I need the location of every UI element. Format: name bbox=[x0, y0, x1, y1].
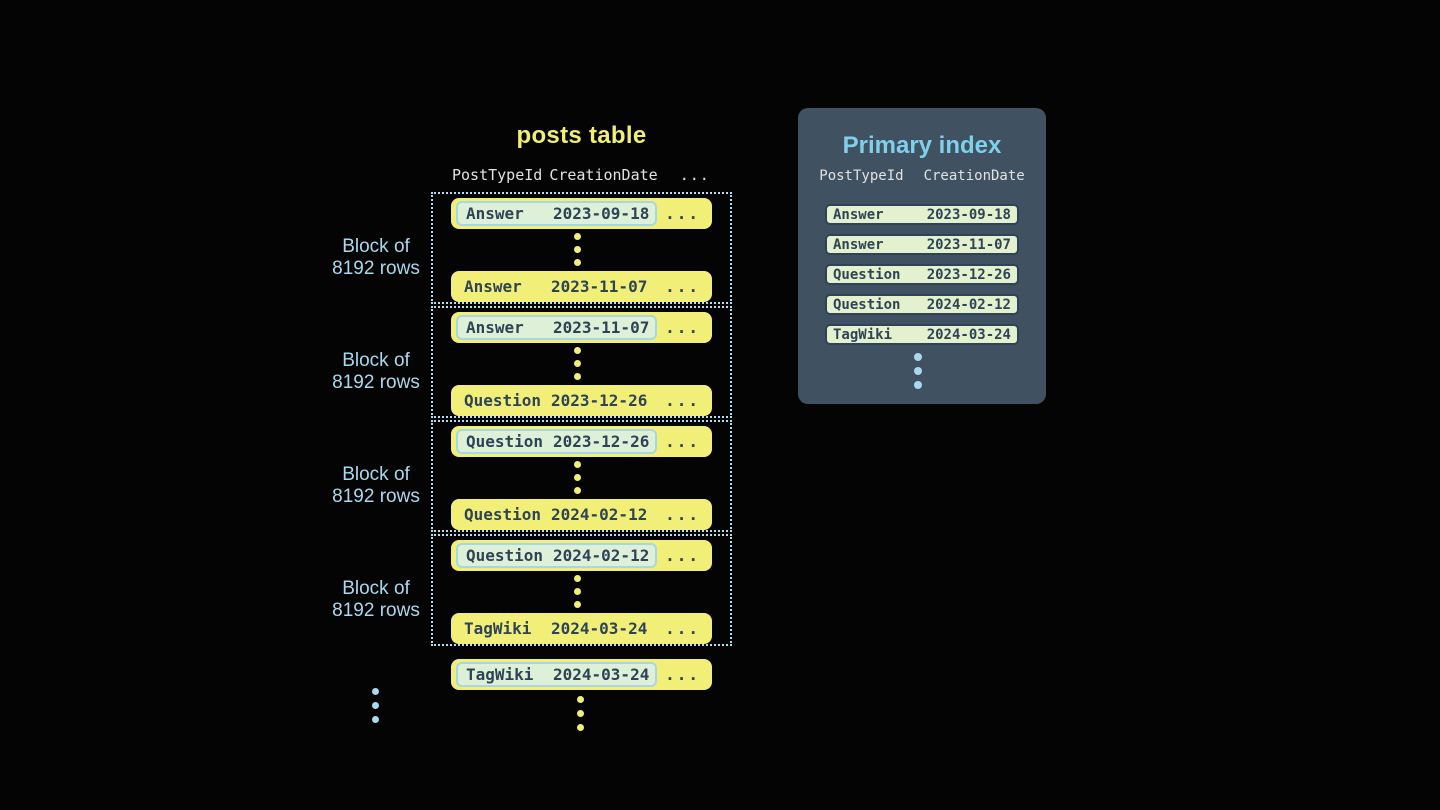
index-row: Answer 2023-09-18 bbox=[825, 204, 1019, 225]
row-block-3: Question 2023-12-26 ... Question 2024-02… bbox=[431, 420, 732, 532]
more-columns-ellipsis: ... bbox=[665, 546, 700, 565]
cell-creationdate: 2024-02-12 bbox=[926, 296, 1011, 313]
cell-posttypeid: TagWiki bbox=[466, 665, 534, 684]
table-row: Question 2023-12-26 ... bbox=[451, 385, 712, 416]
column-header-posttypeid: PostTypeId bbox=[452, 166, 543, 184]
table-row: Question 2024-02-12 ... bbox=[451, 540, 712, 571]
block-label-line: 8192 rows bbox=[332, 486, 420, 507]
block-label-line: 8192 rows bbox=[332, 600, 420, 621]
more-columns-ellipsis: ... bbox=[665, 391, 700, 410]
table-row: Question 2024-02-12 ... bbox=[451, 499, 712, 530]
cell-creationdate: 2023-09-18 bbox=[926, 206, 1011, 223]
cell-posttypeid: TagWiki bbox=[833, 326, 893, 343]
indexed-entry-highlight: TagWiki 2024-03-24 bbox=[456, 662, 658, 687]
more-columns-ellipsis: ... bbox=[665, 665, 700, 684]
block-label-line: Block of bbox=[342, 350, 410, 371]
cell-creationdate: 2023-11-07 bbox=[551, 277, 648, 296]
more-columns-ellipsis: ... bbox=[665, 204, 700, 223]
vertical-ellipsis-icon bbox=[574, 575, 581, 608]
column-header-creationdate: CreationDate bbox=[923, 168, 1025, 184]
table-row: Answer 2023-11-07 ... bbox=[451, 271, 712, 302]
vertical-ellipsis-icon bbox=[577, 696, 584, 731]
block-label-4: Block of 8192 rows bbox=[296, 578, 456, 622]
cell-posttypeid: Question bbox=[466, 546, 544, 565]
cell-posttypeid: Answer bbox=[464, 277, 522, 296]
cell-posttypeid: Answer bbox=[833, 236, 884, 253]
cell-posttypeid: Question bbox=[833, 266, 901, 283]
block-label-2: Block of 8192 rows bbox=[296, 350, 456, 394]
cell-posttypeid: TagWiki bbox=[464, 619, 532, 638]
indexed-entry-highlight: Question 2023-12-26 bbox=[456, 429, 658, 454]
column-header-creationdate: CreationDate bbox=[549, 166, 658, 184]
cell-posttypeid: Question bbox=[464, 391, 542, 410]
more-columns-ellipsis: ... bbox=[665, 318, 700, 337]
table-row: Question 2023-12-26 ... bbox=[451, 426, 712, 457]
index-row: Question 2023-12-26 bbox=[825, 264, 1019, 285]
posts-table-title: posts table bbox=[516, 122, 647, 149]
cell-creationdate: 2024-03-24 bbox=[926, 326, 1011, 343]
block-label-line: Block of bbox=[342, 464, 410, 485]
primary-index-column-headers: PostTypeId CreationDate bbox=[798, 168, 1046, 184]
row-block-2: Answer 2023-11-07 ... Question 2023-12-2… bbox=[431, 306, 732, 418]
cell-creationdate: 2023-12-26 bbox=[553, 432, 650, 451]
cell-posttypeid: Answer bbox=[833, 206, 884, 223]
row-block-1: Answer 2023-09-18 ... Answer 2023-11-07 … bbox=[431, 192, 732, 304]
more-columns-ellipsis: ... bbox=[665, 505, 700, 524]
table-row: Answer 2023-09-18 ... bbox=[451, 198, 712, 229]
cell-creationdate: 2024-03-24 bbox=[553, 665, 650, 684]
cell-creationdate: 2023-09-18 bbox=[553, 204, 650, 223]
cell-creationdate: 2024-03-24 bbox=[551, 619, 648, 638]
vertical-ellipsis-icon bbox=[574, 347, 581, 380]
cell-creationdate: 2023-11-07 bbox=[553, 318, 650, 337]
indexed-entry-highlight: Question 2024-02-12 bbox=[456, 543, 658, 568]
column-header-more: ... bbox=[679, 166, 710, 184]
block-label-1: Block of 8192 rows bbox=[296, 236, 456, 280]
block-label-3: Block of 8192 rows bbox=[296, 464, 456, 508]
block-label-line: Block of bbox=[342, 578, 410, 599]
cell-creationdate: 2024-02-12 bbox=[553, 546, 650, 565]
primary-index-title: Primary index bbox=[842, 132, 1002, 159]
row-block-4: Question 2024-02-12 ... TagWiki 2024-03-… bbox=[431, 534, 732, 646]
more-index-rows-ellipsis-icon bbox=[914, 353, 922, 389]
index-row: Question 2024-02-12 bbox=[825, 294, 1019, 315]
cell-posttypeid: Question bbox=[464, 505, 542, 524]
cell-posttypeid: Question bbox=[466, 432, 544, 451]
cell-creationdate: 2024-02-12 bbox=[551, 505, 648, 524]
table-row: Answer 2023-11-07 ... bbox=[451, 312, 712, 343]
indexed-entry-highlight: Answer 2023-09-18 bbox=[456, 201, 658, 226]
index-row: TagWiki 2024-03-24 bbox=[825, 324, 1019, 345]
cell-creationdate: 2023-12-26 bbox=[926, 266, 1011, 283]
table-row: TagWiki 2024-03-24 ... bbox=[451, 613, 712, 644]
indexed-entry-highlight: Answer 2023-11-07 bbox=[456, 315, 658, 340]
more-columns-ellipsis: ... bbox=[665, 432, 700, 451]
cell-creationdate: 2023-12-26 bbox=[551, 391, 648, 410]
column-header-posttypeid: PostTypeId bbox=[819, 168, 904, 184]
more-columns-ellipsis: ... bbox=[665, 277, 700, 296]
cell-creationdate: 2023-11-07 bbox=[926, 236, 1011, 253]
cell-posttypeid: Question bbox=[833, 296, 901, 313]
posts-table-column-headers: PostTypeId CreationDate ... bbox=[431, 166, 732, 184]
table-row-overflow: TagWiki 2024-03-24 ... bbox=[451, 659, 712, 690]
vertical-ellipsis-icon bbox=[574, 461, 581, 494]
block-label-line: 8192 rows bbox=[332, 372, 420, 393]
block-label-line: Block of bbox=[342, 236, 410, 257]
index-row: Answer 2023-11-07 bbox=[825, 234, 1019, 255]
cell-posttypeid: Answer bbox=[466, 204, 524, 223]
more-columns-ellipsis: ... bbox=[665, 619, 700, 638]
cell-posttypeid: Answer bbox=[466, 318, 524, 337]
primary-index-panel: Primary index Answer 2023-09-18 Answer 2… bbox=[798, 108, 1046, 404]
block-label-line: 8192 rows bbox=[332, 258, 420, 279]
vertical-ellipsis-icon bbox=[574, 233, 581, 266]
more-blocks-ellipsis-icon bbox=[372, 688, 379, 723]
